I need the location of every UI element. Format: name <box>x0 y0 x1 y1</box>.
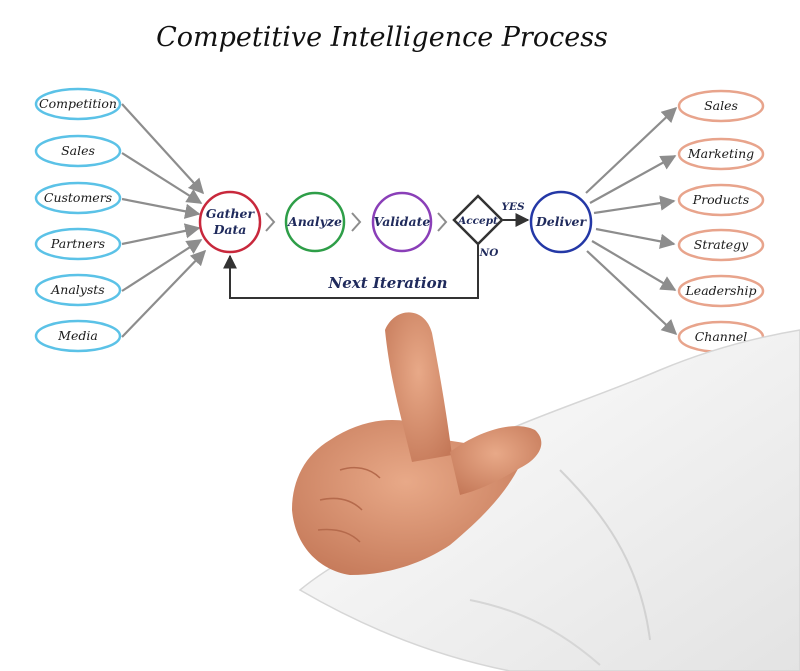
input-label: Analysts <box>50 282 104 297</box>
output-arrow <box>591 240 677 291</box>
output-label: Marketing <box>687 146 754 161</box>
output-label: Leadership <box>685 283 757 298</box>
input-pill-partners: Partners <box>34 227 122 261</box>
output-arrow <box>593 195 676 215</box>
input-label: Competition <box>39 96 117 111</box>
output-label: Strategy <box>694 237 749 252</box>
output-label: Sales <box>704 98 738 113</box>
output-label: Channel <box>695 329 748 344</box>
input-arrow <box>121 223 201 246</box>
output-pill-sales: Sales <box>677 89 765 123</box>
loop-label: Next Iteration <box>328 274 448 292</box>
output-arrow <box>595 227 676 249</box>
input-arrow <box>121 249 207 338</box>
input-pill-competition: Competition <box>34 87 122 121</box>
output-pill-products: Products <box>677 183 765 217</box>
thumb <box>450 426 542 495</box>
diagram-title: Competitive Intelligence Process <box>156 22 608 53</box>
shirt-sleeve <box>298 329 800 671</box>
output-arrows <box>585 106 678 336</box>
step-label: Analyze <box>287 214 342 229</box>
chevron-right-icon <box>265 212 276 232</box>
input-arrow <box>121 152 203 204</box>
output-arrow <box>585 106 678 194</box>
input-pill-media: Media <box>34 319 122 353</box>
input-arrow <box>121 239 203 292</box>
output-label: Products <box>692 192 749 207</box>
step-label: Gather <box>206 206 256 221</box>
step-validate: Validate <box>371 191 433 253</box>
input-arrows <box>121 103 207 338</box>
pointing-hand-icon <box>292 312 800 671</box>
output-pill-marketing: Marketing <box>677 137 765 171</box>
output-pill-leadership: Leadership <box>677 274 765 308</box>
step-label: Data <box>213 222 247 237</box>
step-label: Deliver <box>535 214 588 229</box>
step-label: Accept <box>457 215 498 227</box>
input-label: Media <box>57 328 98 343</box>
index-finger <box>385 312 452 462</box>
knuckle-crease <box>317 466 381 543</box>
output-arrow <box>586 250 678 336</box>
input-label: Partners <box>50 236 105 251</box>
input-pills: Competition Sales Customers Partners Ana… <box>34 87 122 353</box>
chevron-right-icon <box>351 212 362 232</box>
output-pill-strategy: Strategy <box>677 228 765 262</box>
chevron-right-icon <box>437 212 448 232</box>
sleeve-fold <box>559 469 651 641</box>
sleeve-fold <box>469 599 601 666</box>
no-label: NO <box>479 247 500 259</box>
input-pill-analysts: Analysts <box>34 273 122 307</box>
output-pills: Sales Marketing Products Strategy Leader… <box>677 89 765 354</box>
step-analyze: Analyze <box>284 191 346 253</box>
step-deliver: Deliver <box>529 190 593 254</box>
input-pill-customers: Customers <box>34 181 122 215</box>
input-pill-sales: Sales <box>34 134 122 168</box>
iteration-loop-arrow <box>223 245 479 299</box>
input-arrow <box>121 103 205 195</box>
input-arrow <box>121 197 201 219</box>
step-label: Validate <box>374 214 431 229</box>
input-label: Customers <box>44 190 112 205</box>
yes-label: YES <box>501 201 524 213</box>
output-arrow <box>589 155 677 204</box>
step-accept-decision: Accept <box>452 194 504 246</box>
input-label: Sales <box>61 143 95 158</box>
step-gather-data: Gather Data <box>198 190 262 254</box>
